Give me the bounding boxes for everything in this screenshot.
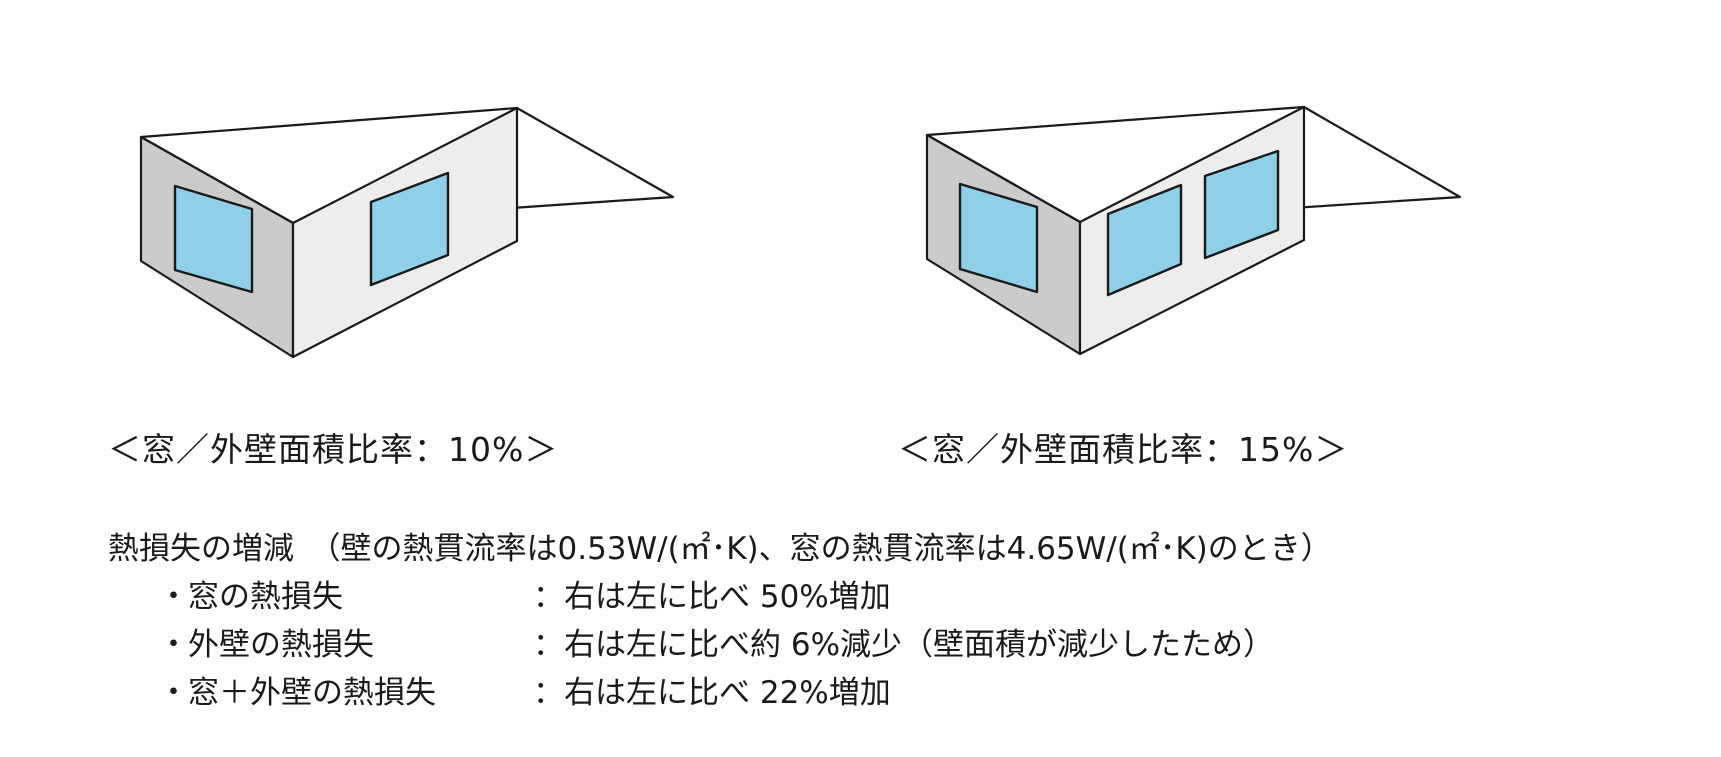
list-item: ・窓の熱損失 ：右は左に比べ 50%増加 [108,573,1332,621]
right-building [925,105,1462,356]
left-building [139,106,675,359]
list-item: ・外壁の熱損失 ：右は左に比べ約 6%減少（壁面積が減少したため） [108,621,1332,669]
note-label: 窓の熱損失 [188,579,343,615]
heat-loss-notes: 熱損失の増減 （壁の熱貫流率は0.53W/(㎡･K)、窓の熱貫流率は4.65W/… [108,525,1332,717]
list-item: ・窓＋外壁の熱損失 ：右は左に比べ 22%増加 [108,669,1332,717]
right-building-side-window [958,182,1039,294]
bullet: ・ [158,675,189,711]
right-building-front-window-2 [1203,149,1280,260]
note-label: 窓＋外壁の熱損失 [188,675,436,711]
left-building-front-window [369,171,450,287]
right-figure-caption: ＜窓／外壁面積比率：15%＞ [898,430,1349,469]
notes-heading: 熱損失の増減 （壁の熱貫流率は0.53W/(㎡･K)、窓の熱貫流率は4.65W/… [108,531,1332,567]
note-label: 外壁の熱損失 [188,627,374,663]
note-value: ：右は左に比べ約 6%減少（壁面積が減少したため） [533,627,1275,663]
bullet: ・ [158,627,189,663]
left-figure-caption: ＜窓／外壁面積比率：10%＞ [108,430,559,469]
right-building-front-window-1 [1106,183,1183,297]
left-building-side-window [173,184,254,294]
note-value: ：右は左に比べ 50%増加 [533,579,891,615]
bullet: ・ [158,579,189,615]
note-value: ：右は左に比べ 22%増加 [533,675,891,711]
